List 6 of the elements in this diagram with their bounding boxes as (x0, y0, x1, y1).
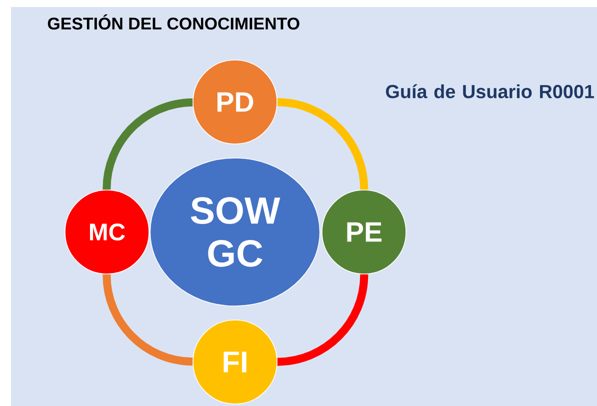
subtitle: Guía de Usuario R0001 (386, 84, 594, 98)
ring-arc (277, 274, 368, 366)
ring-arc (102, 98, 193, 190)
title: GESTIÓN DEL CONOCIMIENTO (48, 14, 300, 30)
ring-arc (277, 98, 368, 190)
ring-arc (102, 274, 193, 366)
